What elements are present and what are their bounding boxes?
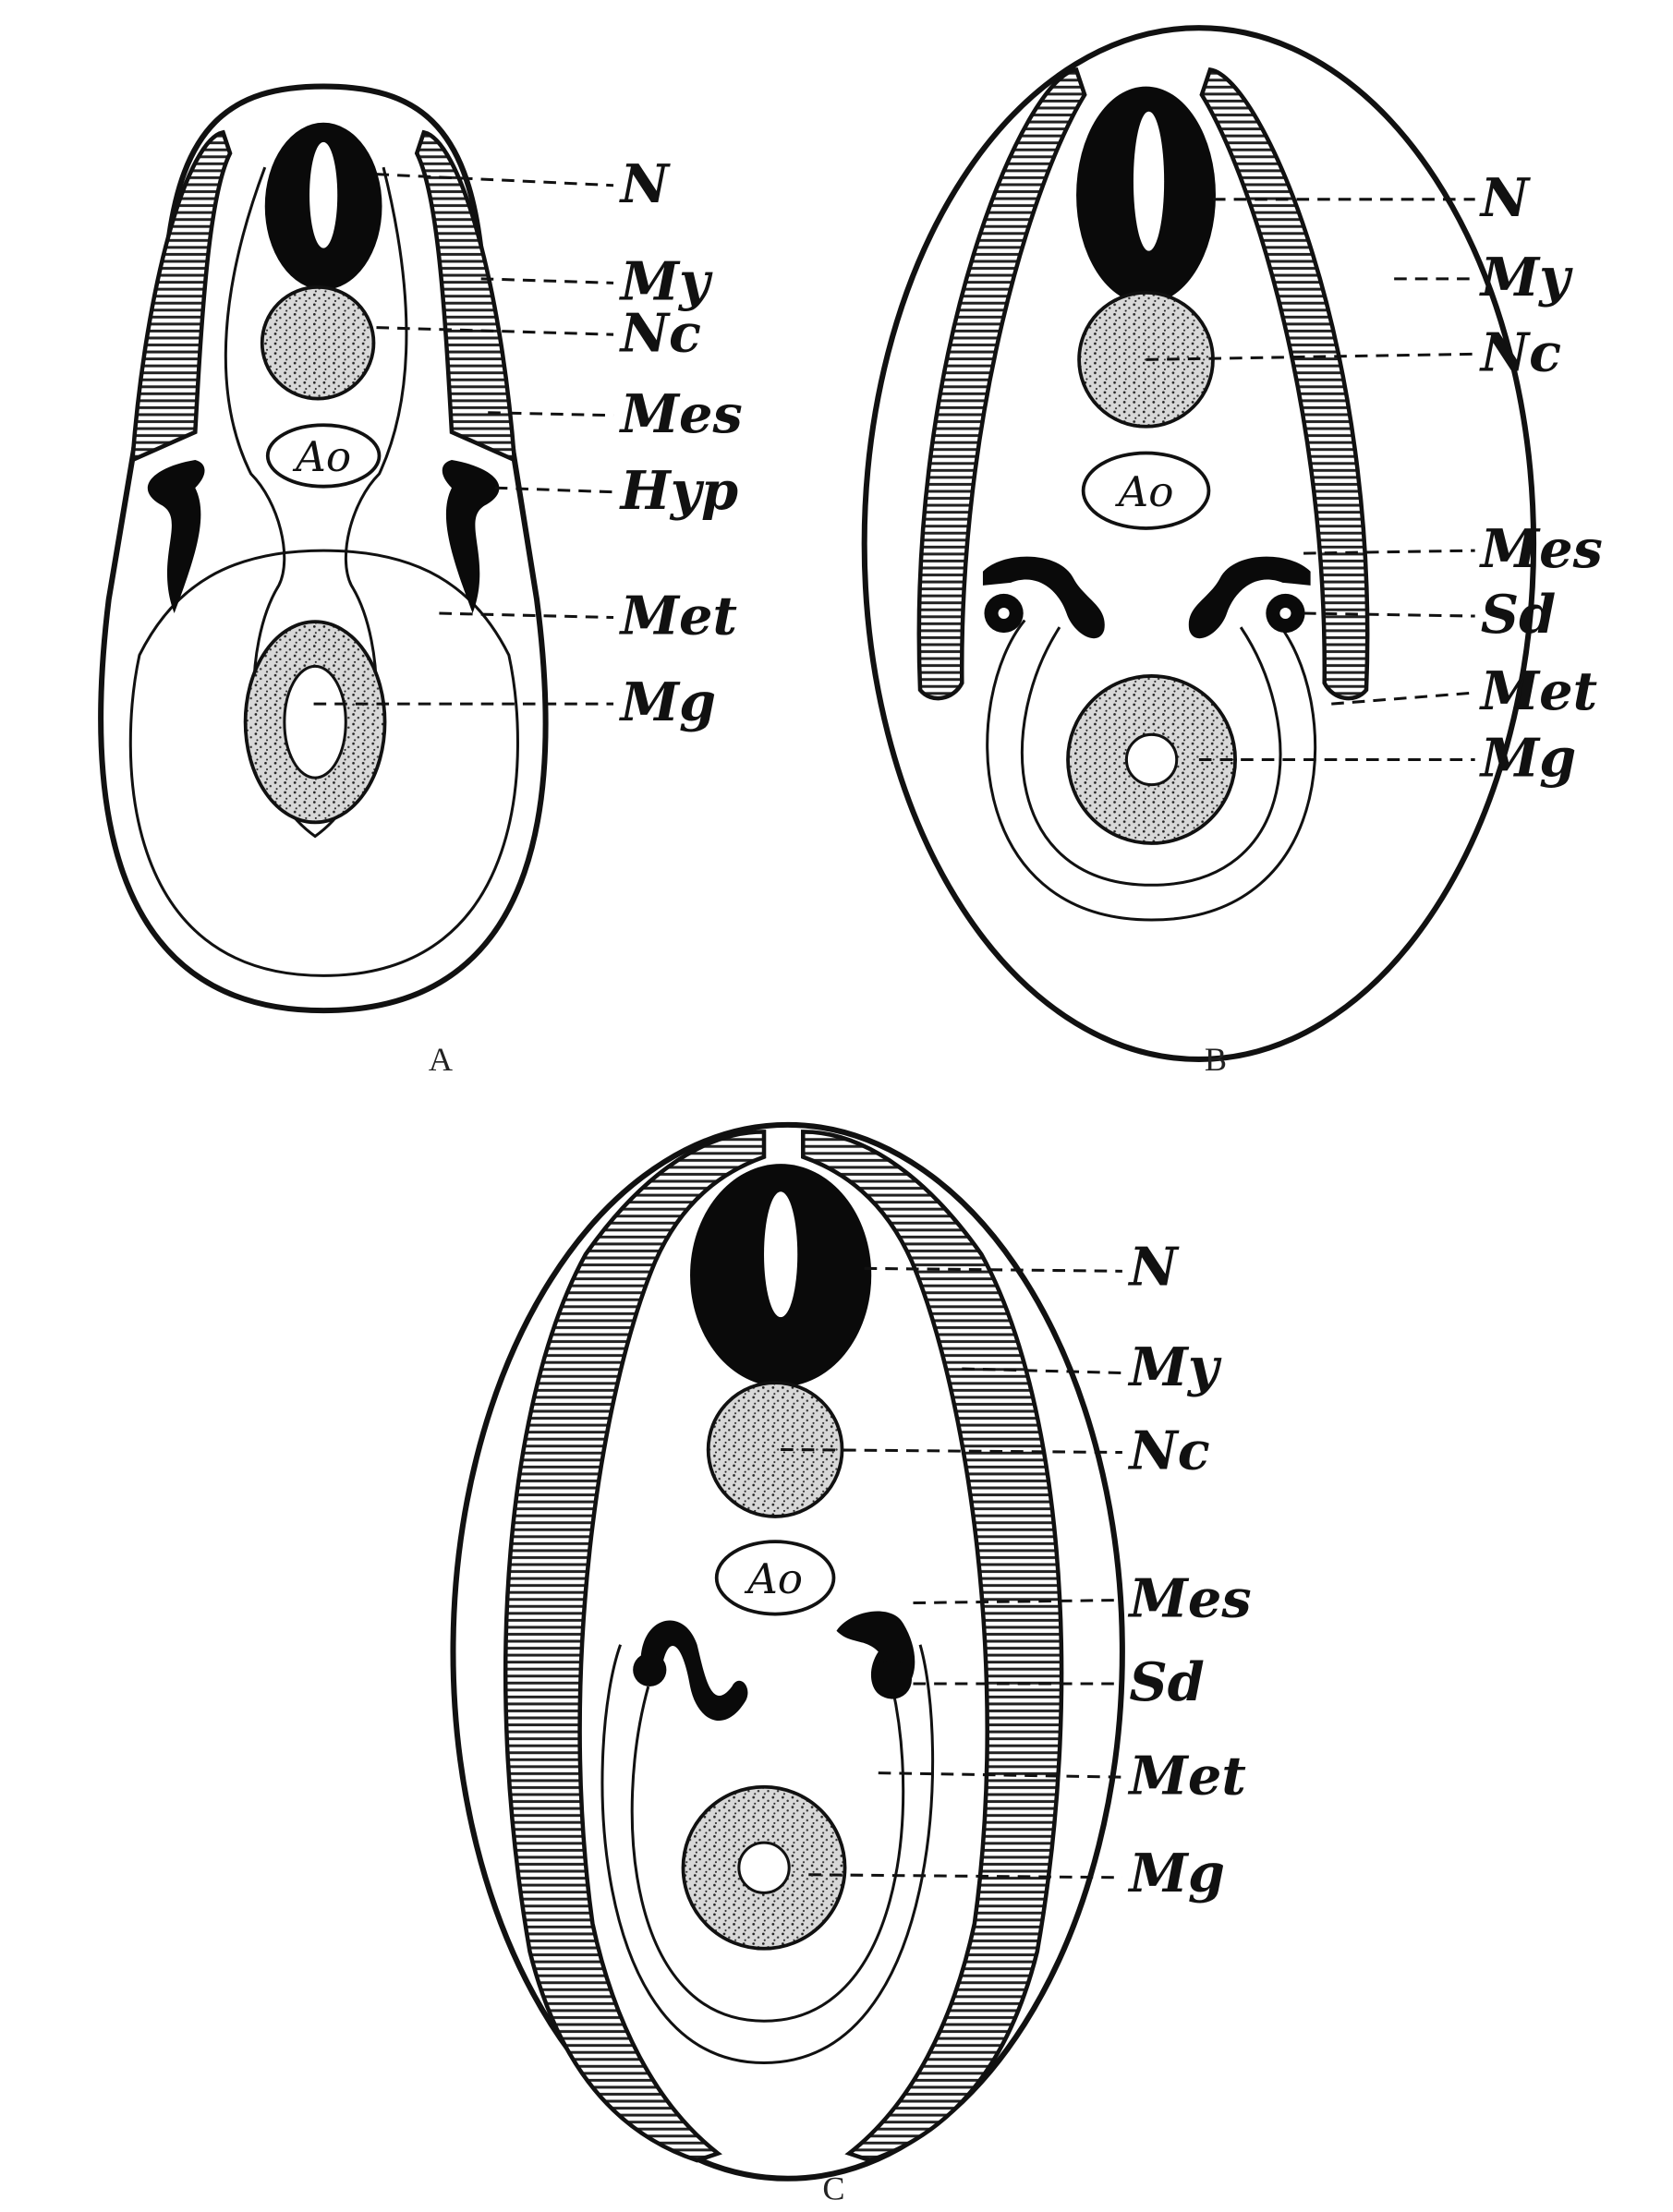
notochord — [706, 1381, 844, 1518]
label-nc: Nc — [619, 301, 701, 364]
neural-canal — [309, 141, 338, 248]
gut-lumen — [1124, 732, 1179, 787]
label-sd: Sd — [1129, 1650, 1205, 1713]
label-n: N — [619, 152, 672, 215]
label-sd: Sd — [1481, 583, 1557, 646]
aorta — [714, 1540, 836, 1616]
labels-c: N My Nc Mes Sd Met Mg — [1127, 1235, 1251, 1904]
hypomere-right — [442, 460, 500, 614]
label-my: My — [1479, 246, 1573, 308]
label-hyp: Hyp — [619, 459, 739, 522]
myotome-right — [1199, 66, 1370, 701]
label-met: Met — [1479, 659, 1597, 722]
panel-label-b: B — [1205, 1041, 1227, 1078]
figure-b: Ao N My Nc Mes Sd Met Mg B — [861, 25, 1603, 1078]
label-mes: Mes — [619, 382, 743, 445]
label-met: Met — [619, 585, 737, 647]
sd-left — [633, 1652, 667, 1687]
myotome-right — [801, 1130, 1064, 2163]
labels-a: N My Nc Mes Hyp Met Mg — [619, 152, 743, 733]
labels-b: N My Nc Mes Sd Met Mg — [1479, 166, 1603, 790]
label-n: N — [1479, 166, 1532, 229]
mesentery-left — [640, 1620, 748, 1722]
label-mes: Mes — [1127, 1567, 1251, 1630]
body-outline — [98, 83, 549, 1014]
aorta — [265, 423, 382, 489]
myotome-left — [916, 66, 1087, 701]
sd-right — [872, 1660, 912, 1699]
myotome-right — [414, 129, 517, 464]
label-n: N — [1127, 1235, 1180, 1298]
figure-a: Ao N My Nc Mes Hyp Met Mg A — [98, 83, 743, 1078]
label-my: My — [1127, 1336, 1221, 1398]
mesentery-right — [1188, 556, 1311, 639]
label-mg: Mg — [1479, 727, 1577, 790]
myotome-left — [503, 1130, 767, 2163]
notochord — [260, 284, 376, 401]
body-cavity-outline — [600, 1644, 935, 2065]
aorta-label: Ao — [744, 1554, 803, 1603]
label-mes: Mes — [1479, 517, 1603, 580]
aorta — [1081, 451, 1211, 530]
aorta-label: Ao — [292, 432, 351, 481]
label-mg: Mg — [1127, 1842, 1225, 1904]
myotome-left — [129, 129, 233, 464]
label-mg: Mg — [619, 671, 717, 733]
mesentery-outline — [224, 166, 408, 839]
aorta-label: Ao — [1115, 467, 1174, 516]
neural-canal — [1133, 111, 1165, 251]
gut-lumen — [737, 1841, 791, 1894]
body-cavity-outline — [986, 619, 1317, 922]
gut-lumen — [283, 664, 347, 780]
body-outline — [861, 25, 1537, 1062]
mesentery-left — [982, 556, 1105, 639]
body-cavity-outline — [128, 549, 519, 977]
panel-label-c: C — [822, 2170, 844, 2206]
label-nc: Nc — [1127, 1420, 1209, 1482]
label-met: Met — [1127, 1744, 1245, 1807]
neural-canal — [764, 1191, 798, 1318]
hypomere-left — [147, 460, 205, 614]
panel-label-a: A — [429, 1041, 453, 1078]
label-my: My — [619, 249, 713, 312]
label-nc: Nc — [1479, 320, 1561, 383]
figure-c: Ao N My Nc Mes Sd Met Mg C — [450, 1121, 1252, 2206]
